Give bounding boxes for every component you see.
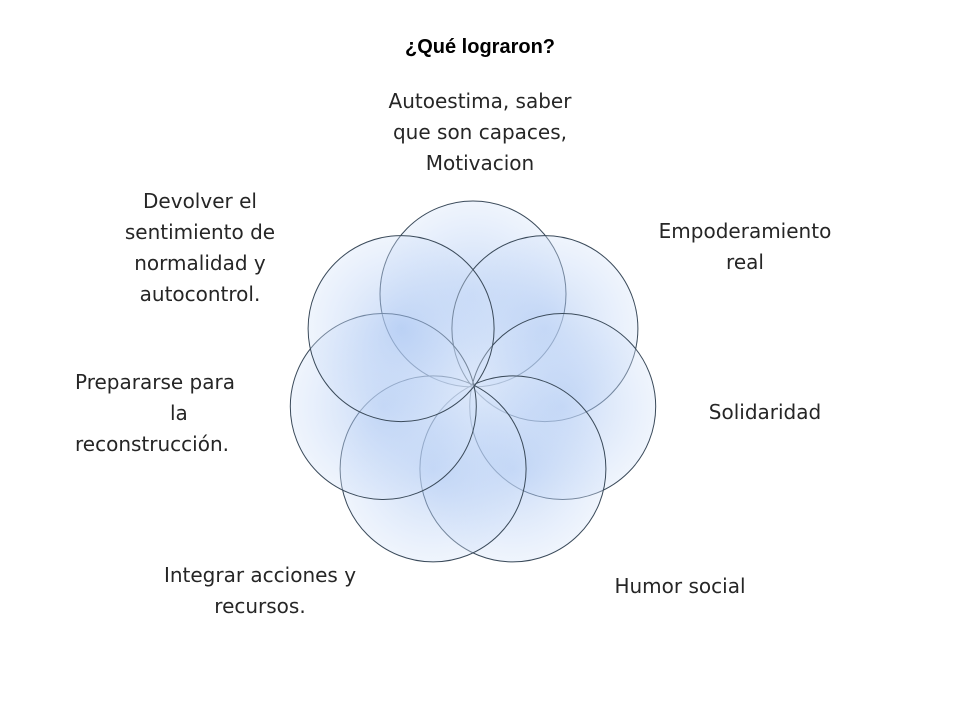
slide-title: ¿Qué lograron? bbox=[405, 36, 555, 58]
label-integrar-acciones: Integrar acciones y recursos. bbox=[163, 563, 357, 618]
label-empoderamiento: Empoderamiento real bbox=[658, 219, 832, 274]
label-autoestima: Autoestima, saber que son capaces, Motiv… bbox=[388, 89, 572, 175]
label-solidaridad: Solidaridad bbox=[708, 400, 822, 424]
label-prepararse: Prepararse para la reconstrucción. bbox=[75, 370, 235, 456]
petal-circle-devolver-normalidad bbox=[307, 235, 495, 423]
label-humor-social: Humor social bbox=[614, 574, 746, 598]
label-devolver-normalidad: Devolver el sentimiento de normalidad y … bbox=[124, 189, 276, 306]
